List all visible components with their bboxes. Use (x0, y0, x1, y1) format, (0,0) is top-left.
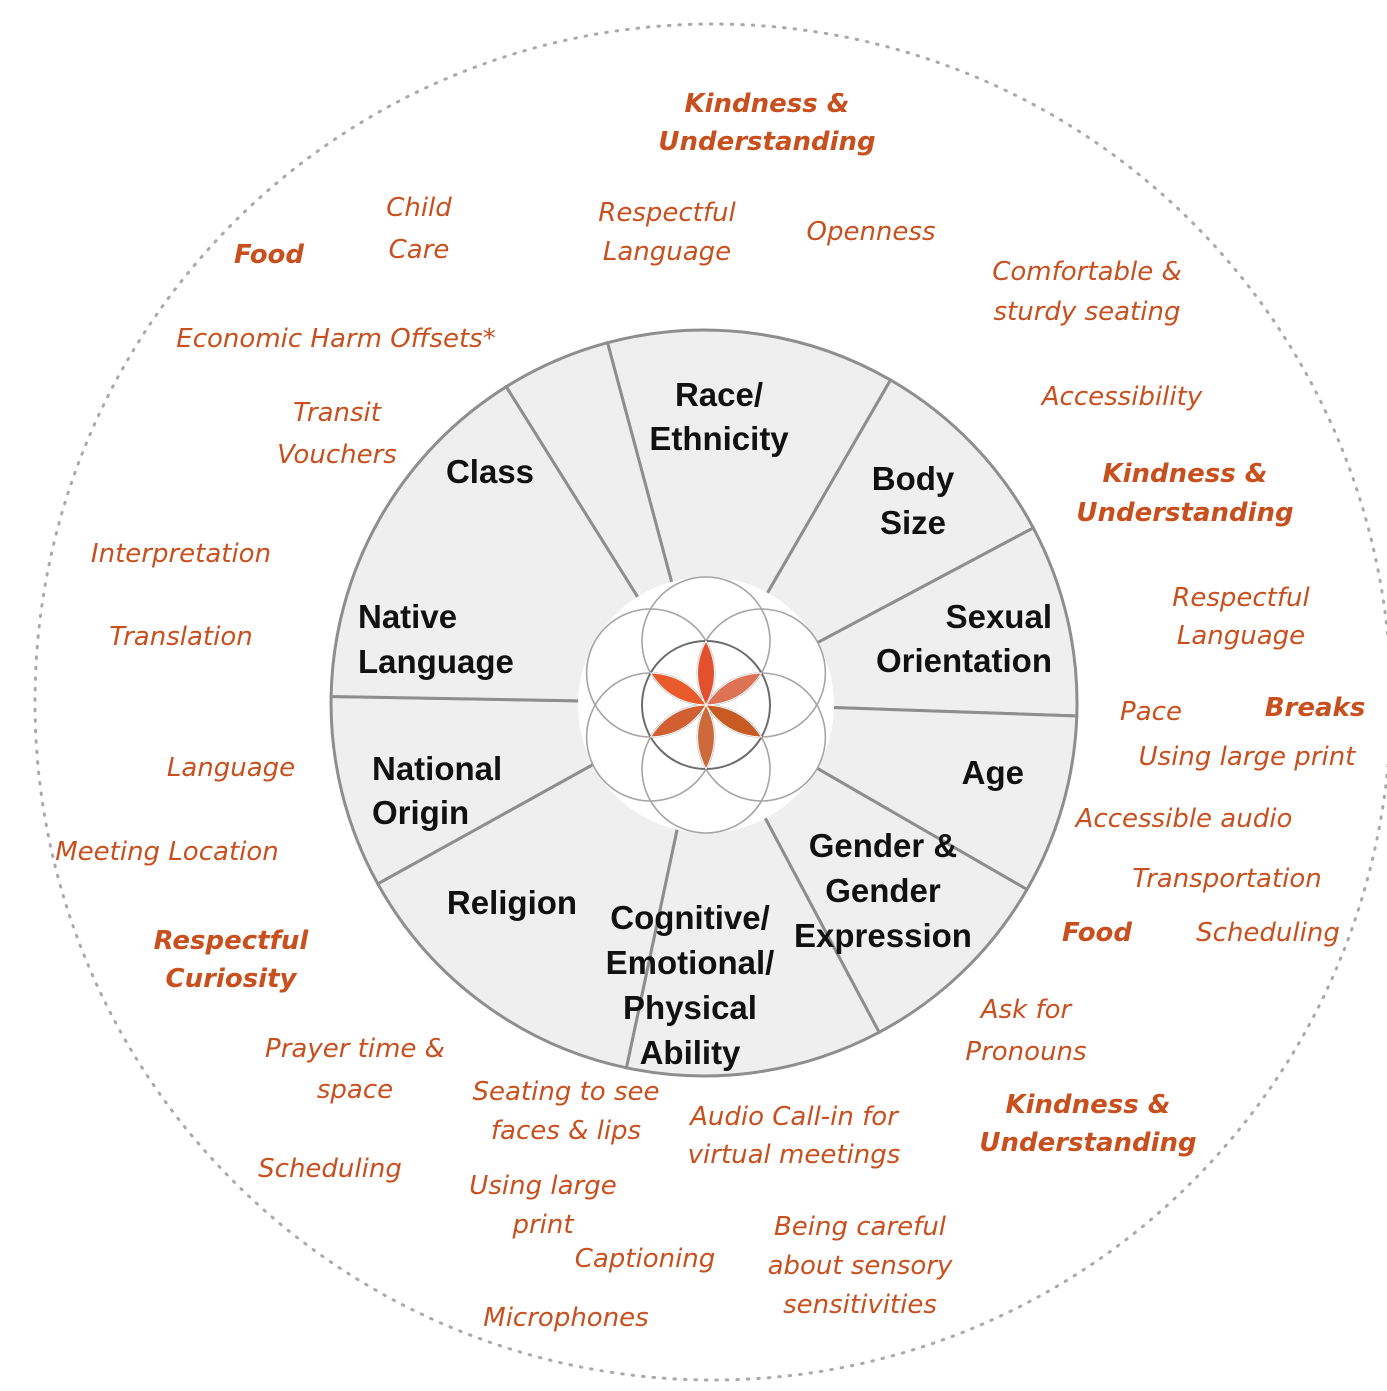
accommodation-label: Using large print (1139, 742, 1357, 772)
flower-petal (649, 704, 707, 738)
accommodation-label: Translation (109, 622, 252, 652)
accommodation-label: Pace (1120, 697, 1182, 727)
accommodation-label: Interpretation (91, 539, 271, 569)
wedge-race (605, 328, 893, 707)
accommodation-label: Transportation (1132, 864, 1322, 894)
segment-label-age: Age (962, 754, 1024, 791)
accommodation-label: Accessibility (1040, 382, 1203, 412)
flower-petal (697, 703, 715, 771)
accommodation-label: Scheduling (1196, 918, 1340, 948)
accommodation-label: Captioning (575, 1244, 716, 1274)
segment-label-race: Race/Ethnicity (649, 376, 789, 457)
accommodation-label: Language (167, 753, 295, 783)
flower-petal (705, 672, 763, 706)
accommodation-label: Comfortable &sturdy seating (992, 257, 1182, 327)
flower-petal (705, 704, 763, 738)
outer-dotted-ring (33, 22, 1387, 1382)
accommodation-label: Accessible audio (1074, 804, 1293, 834)
accommodation-label: Microphones (483, 1303, 648, 1333)
accommodation-label: Meeting Location (55, 837, 279, 867)
accommodation-label: Food (234, 240, 304, 270)
flower-petal (649, 672, 707, 706)
accommodation-label: Food (1062, 918, 1132, 948)
accommodation-label: Kindness &Understanding (979, 1090, 1196, 1158)
accommodation-label: Economic Harm Offsets* (176, 324, 495, 354)
segment-label-class: Class (446, 453, 534, 490)
accommodation-label: Kindness &Understanding (658, 89, 875, 157)
accommodation-label: Prayer time &space (265, 1034, 445, 1105)
accommodation-label: Kindness &Understanding (1076, 459, 1293, 528)
accommodation-label: Scheduling (258, 1154, 402, 1184)
accommodation-label: Openness (806, 217, 935, 247)
flower-of-life-icon (578, 576, 834, 834)
segment-label-religion: Religion (447, 884, 577, 921)
accommodation-label: Breaks (1265, 693, 1366, 723)
flower-petal (697, 639, 715, 707)
